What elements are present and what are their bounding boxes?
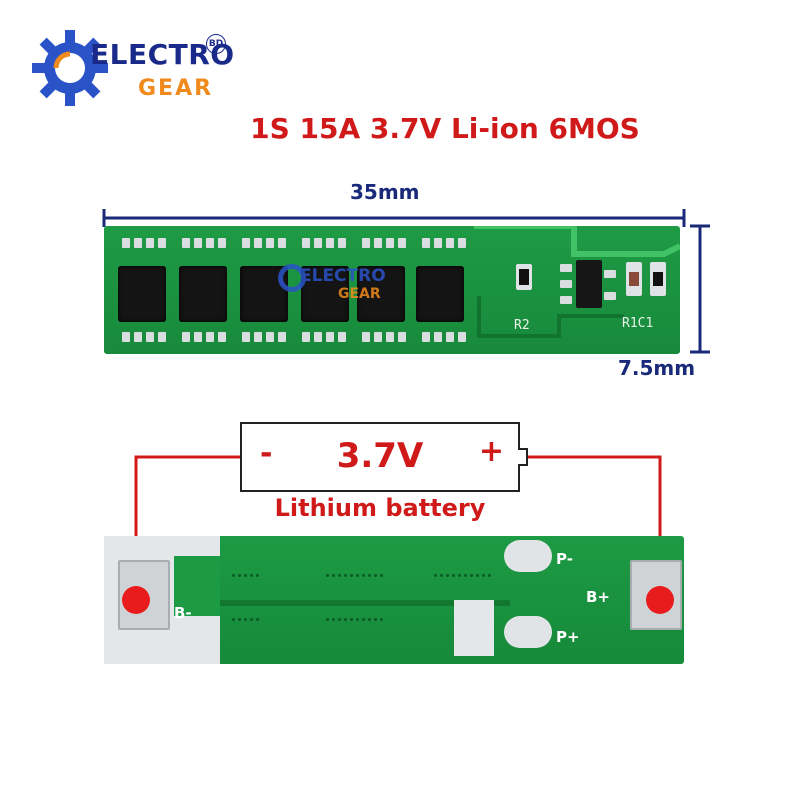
mosfet-pins-top [122,238,466,248]
gear-icon [32,30,108,106]
via-row [232,574,259,577]
logo-bd-badge: BD [206,34,226,54]
battery-caption: Lithium battery [274,494,486,522]
trace-divider [220,600,510,606]
protection-ic [576,260,602,308]
via-row [434,574,491,577]
mosfet-chip [118,266,166,322]
resistor-r1 [626,262,642,296]
logo-gear-text: GEAR [138,76,214,101]
solder-area [454,600,494,656]
battery-negative-terminal: - [260,436,273,471]
watermark-electro-text: ELECTRO [300,266,386,286]
ic-pin [604,270,616,278]
mosfet-chip [416,266,464,322]
height-dimension-label: 7.5mm [618,356,696,380]
watermark-logo: ELECTRO GEAR [278,260,398,310]
ic-pin [604,292,616,300]
product-title: 1S 15A 3.7V Li-ion 6MOS [250,112,640,145]
via-row [326,574,383,577]
battery-positive-terminal: + [478,434,504,469]
resistor-r2 [516,264,532,290]
b-minus-wire-dot [122,586,150,614]
battery-symbol: - 3.7V + [240,422,520,492]
mosfet-chip [301,266,349,322]
mosfet-pins-bottom [122,332,466,342]
silkscreen-r2: R2 [514,318,530,333]
ic-pin [560,296,572,304]
battery-cap [518,448,528,466]
p-minus-pad [504,540,552,572]
b-plus-wire-dot [646,586,674,614]
pcb-board-top-view: ELECTRO GEAR R2 R1C1 [104,226,680,354]
width-dimension-label: 35mm [350,180,420,204]
pcb-board-bottom-view: B- P- B+ P+ [104,536,684,664]
label-p-plus: P+ [556,628,580,646]
capacitor-c1 [650,262,666,296]
ic-pin [560,280,572,288]
ic-pin [560,264,572,272]
p-plus-pad [504,616,552,648]
via-row [326,618,383,621]
label-b-plus: B+ [586,588,611,606]
label-p-minus: P- [556,550,573,568]
mosfet-chip [179,266,227,322]
watermark-gear-text: GEAR [338,286,381,302]
mosfet-chip [357,266,405,322]
brand-logo: ELECTRO GEAR BD [30,28,250,108]
watermark-gear-icon [278,264,306,292]
board-cutout [174,556,220,616]
battery-voltage: 3.7V [336,436,424,476]
pcb-traces [474,226,680,338]
via-row [232,618,259,621]
label-b-minus: B- [174,604,192,622]
silkscreen-r1c1: R1C1 [622,316,654,331]
